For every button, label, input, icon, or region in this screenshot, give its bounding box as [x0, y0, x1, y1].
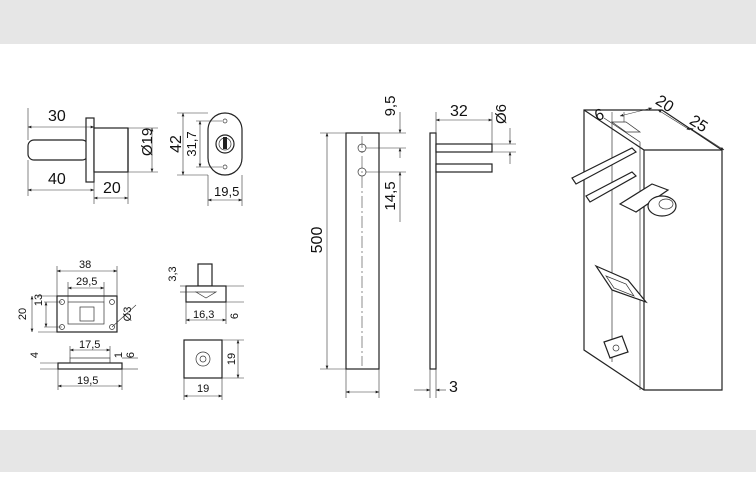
dim-lock-front-width: 19,5: [214, 184, 239, 199]
dim-strike-side-lip: 1: [113, 352, 125, 358]
dim-lock-diameter: Ø19: [139, 128, 156, 156]
dim-keeper-block-height: 19: [226, 353, 238, 365]
dim-strike-height-inner: 13: [33, 294, 45, 306]
keeper-block-view: 19 19: [183, 339, 244, 400]
dim-strike-side-thickness: 4: [29, 352, 41, 358]
bar-side-body: [429, 132, 437, 370]
dim-strike-side-depth: 6: [125, 352, 137, 358]
dim-strike-width-outer: 38: [79, 259, 91, 271]
dim-bar-hole-spacing: 14,5: [382, 181, 399, 210]
dim-pin-diameter: Ø6: [493, 104, 510, 124]
lock-side-view: 30 40 20 Ø19: [27, 108, 158, 204]
lock-spindle: [27, 139, 89, 161]
bar-body: [345, 132, 380, 370]
dim-strike-side-width-outer: 19,5: [77, 375, 98, 387]
iso-strike-plate: [594, 264, 648, 304]
dim-keeper-depth: 6: [229, 313, 241, 319]
dim-strike-side-width-inner: 17,5: [79, 339, 100, 351]
dim-lock-length-top: 30: [48, 108, 66, 125]
bar-front-view: 500 9,5 14,5: [309, 96, 406, 398]
lock-flange: [85, 117, 95, 183]
bar-pin-lower: [435, 163, 493, 173]
strike-side-body: [57, 362, 123, 370]
lock-front-view: 42 31,7 19,5: [168, 112, 243, 206]
dim-bar-top-offset: 9,5: [382, 96, 399, 117]
iso-lock-flange: [618, 183, 670, 213]
dim-lock-length-bottom: 40: [48, 171, 66, 188]
iso-pin-upper: [571, 147, 637, 185]
dim-keeper-block-width: 19: [197, 383, 209, 395]
strike-plate-body: [56, 295, 118, 333]
dim-lock-front-hole-spacing: 31,7: [184, 131, 199, 156]
dim-pin-length: 32: [450, 103, 468, 120]
strike-plate-view: 38 29,5 13 20 Ø3: [17, 259, 137, 333]
bar-pin-upper: [435, 143, 493, 153]
dim-strike-hole: Ø3: [122, 307, 134, 322]
iso-keeper: [603, 335, 629, 359]
dim-keeper-height: 3,3: [167, 266, 179, 281]
dim-strike-height-outer: 20: [17, 308, 29, 320]
strike-side-view: 17,5 19,5 4 1 6: [29, 339, 138, 390]
keeper-base: [185, 285, 227, 303]
iso-lock-cylinder: [647, 195, 677, 217]
keeper-top-view: 3,3 16,3 6: [167, 263, 244, 324]
lock-body: [93, 127, 129, 173]
keeper-block: [183, 339, 223, 379]
isometric-view: 6 20 25: [571, 92, 725, 391]
dim-lock-flange: 20: [103, 180, 121, 197]
dim-strike-width-inner: 29,5: [76, 276, 97, 288]
dim-bar-thickness: 3: [449, 379, 458, 396]
dim-lock-front-height: 42: [168, 135, 185, 153]
iso-pin-lower: [585, 171, 637, 203]
keeper-post: [197, 263, 213, 287]
dim-bar-length: 500: [309, 227, 326, 254]
dim-keeper-width: 16,3: [193, 309, 214, 321]
bar-side-view: 32 Ø6 3: [414, 103, 516, 398]
